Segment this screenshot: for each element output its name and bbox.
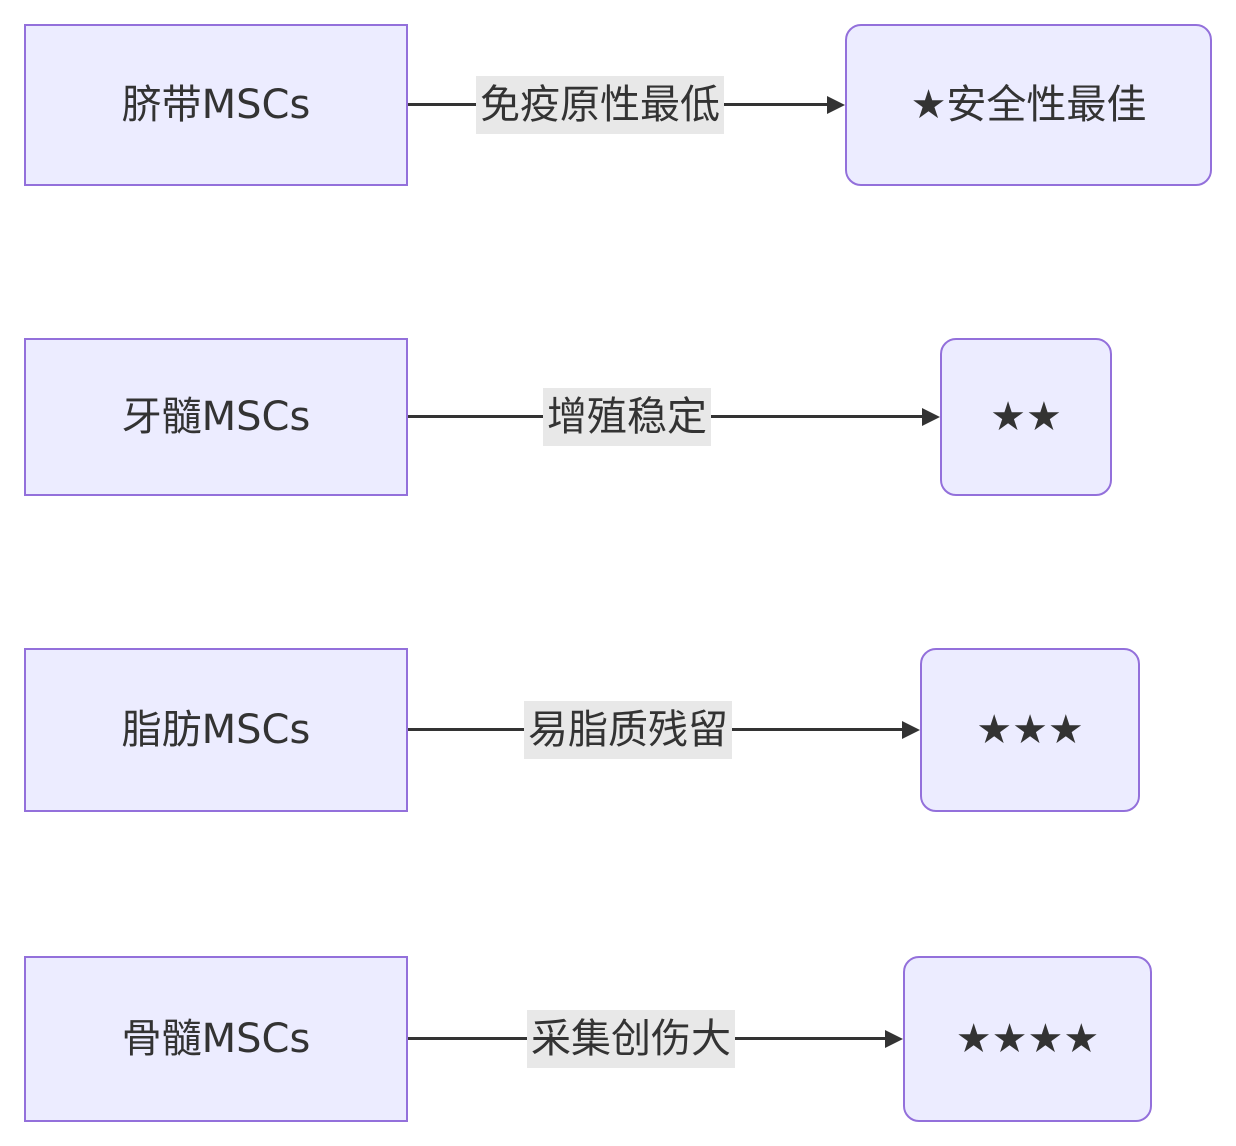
target-node-dental: ★★	[940, 338, 1112, 496]
diagram-row-umbilical: 脐带MSCs 免疫原性最低 ★安全性最佳	[0, 24, 1236, 186]
target-node-label: ★★★	[976, 707, 1084, 753]
source-node-label: 脐带MSCs	[121, 82, 311, 128]
target-node-umbilical: ★安全性最佳	[845, 24, 1212, 186]
source-node-label: 骨髓MSCs	[121, 1016, 311, 1062]
diagram-row-bone-marrow: 骨髓MSCs 采集创伤大 ★★★★	[0, 956, 1236, 1122]
arrow-head-icon	[827, 96, 845, 114]
edge-label: 易脂质残留	[524, 701, 732, 759]
source-node-adipose: 脂肪MSCs	[24, 648, 408, 812]
source-node-dental: 牙髓MSCs	[24, 338, 408, 496]
source-node-umbilical: 脐带MSCs	[24, 24, 408, 186]
target-node-label: ★★	[990, 394, 1062, 440]
target-node-bone-marrow: ★★★★	[903, 956, 1152, 1122]
arrow-head-icon	[922, 408, 940, 426]
target-node-adipose: ★★★	[920, 648, 1140, 812]
edge-label: 免疫原性最低	[476, 76, 724, 134]
arrow-head-icon	[902, 721, 920, 739]
target-node-label: ★★★★	[955, 1016, 1100, 1062]
source-node-label: 牙髓MSCs	[121, 394, 311, 440]
target-node-label: ★安全性最佳	[910, 82, 1147, 128]
diagram-row-adipose: 脂肪MSCs 易脂质残留 ★★★	[0, 648, 1236, 812]
edge-label: 增殖稳定	[543, 388, 711, 446]
arrow-head-icon	[885, 1030, 903, 1048]
source-node-label: 脂肪MSCs	[121, 707, 311, 753]
diagram-row-dental: 牙髓MSCs 增殖稳定 ★★	[0, 338, 1236, 496]
source-node-bone-marrow: 骨髓MSCs	[24, 956, 408, 1122]
edge-label: 采集创伤大	[527, 1010, 735, 1068]
